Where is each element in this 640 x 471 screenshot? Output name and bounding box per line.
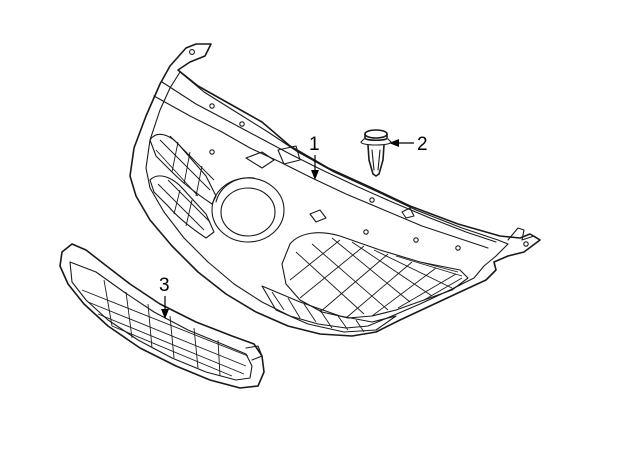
arrowhead-1	[311, 170, 319, 180]
arrowhead-2	[389, 139, 399, 147]
callout-label-2: 2	[417, 134, 428, 155]
callout-2: 2	[389, 134, 428, 155]
callout-1: 1	[309, 134, 320, 180]
callout-label-3: 3	[159, 275, 170, 296]
push-clip[interactable]	[360, 129, 392, 177]
callout-3: 3	[159, 275, 170, 319]
grille-assembly[interactable]	[129, 43, 541, 337]
callout-label-1: 1	[309, 134, 320, 155]
lower-grille[interactable]	[59, 243, 265, 389]
arrowhead-3	[161, 309, 169, 319]
